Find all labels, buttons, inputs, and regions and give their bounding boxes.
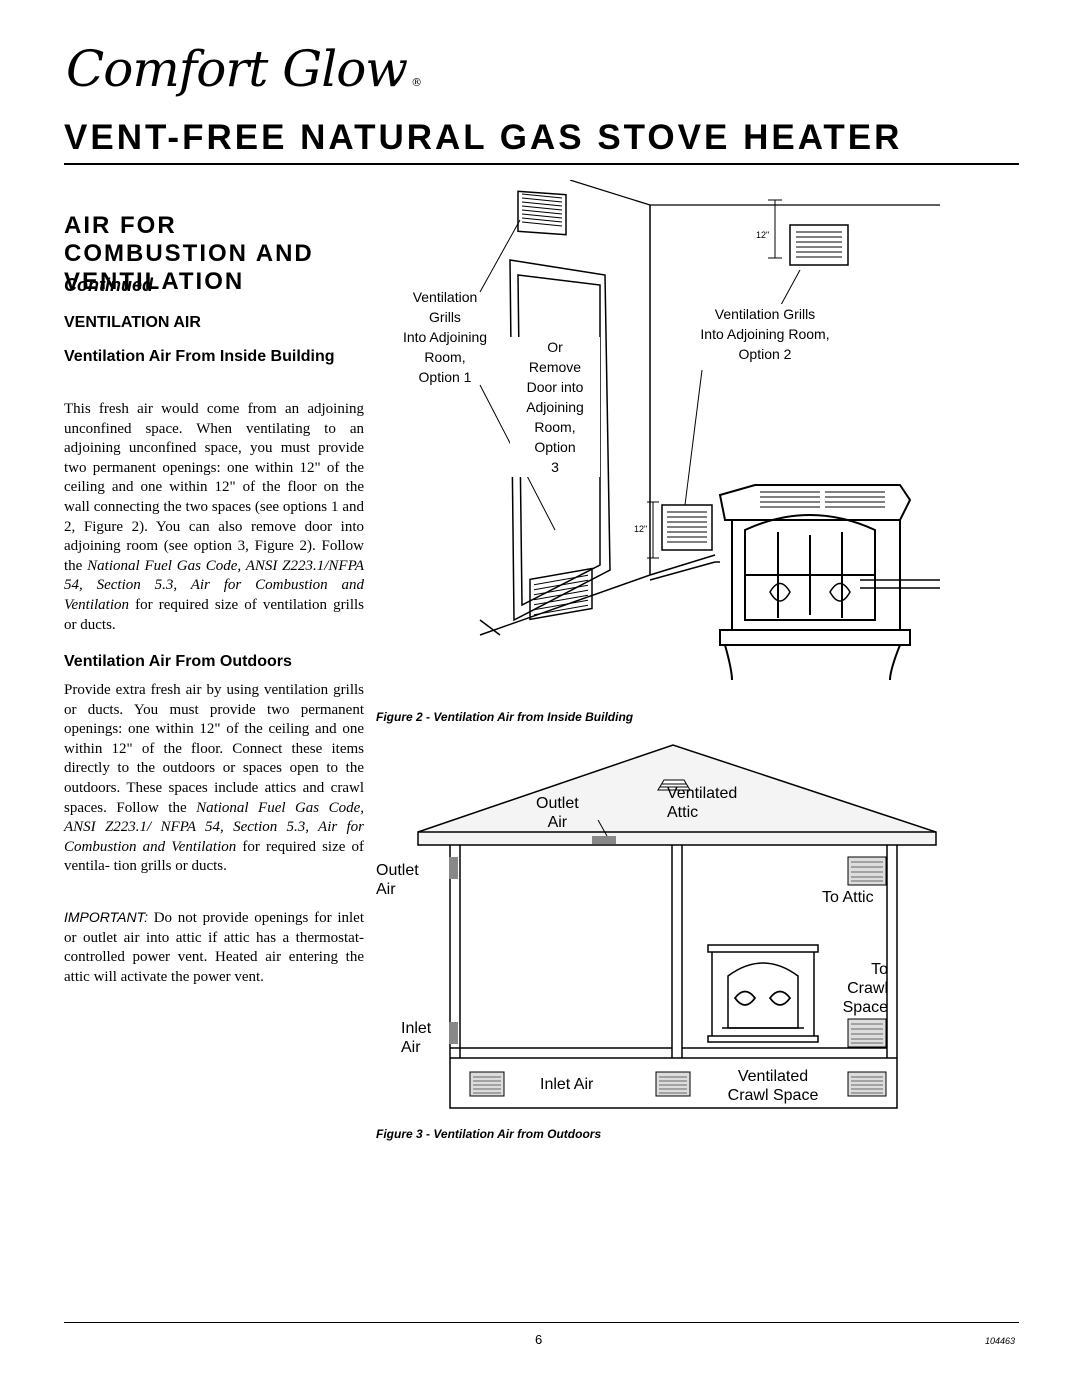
label-line: Remove [528, 359, 582, 375]
section-title-line: VENTILATION [64, 268, 245, 295]
label-line: To [871, 961, 888, 978]
figure-2-illustration [479, 180, 940, 681]
label-line: Air [376, 881, 396, 898]
brand-logo-text: Comfort Glow [66, 40, 408, 98]
brand-logo: Comfort Glow® [66, 40, 422, 98]
paragraph-text: for required size of ventilation grills … [64, 596, 364, 633]
label-ventilated-crawl-space: Ventilated Crawl Space [718, 1067, 828, 1105]
heading-inside-building: Ventilation Air From Inside Building [64, 348, 335, 365]
section-title-line: AIR FOR [64, 212, 177, 239]
label-line: Option 2 [738, 346, 792, 362]
label-inlet-air-wall: Inlet Air [401, 1019, 431, 1057]
label-line: Crawl [847, 980, 888, 997]
label-line: Ventilation [412, 289, 478, 305]
label-to-crawl-space: To Crawl Space [832, 960, 888, 1017]
subheading-ventilation-air: VENTILATION AIR [64, 314, 201, 331]
paragraph-inside-building: This fresh air would come from an adjoin… [64, 400, 364, 635]
label-line: Option 1 [418, 369, 472, 385]
label-line: Ventilated [667, 785, 738, 802]
label-line: Ventilated [737, 1068, 809, 1085]
page-number: 6 [535, 1332, 543, 1347]
figure-2-caption: Figure 2 - Ventilation Air from Inside B… [376, 710, 634, 724]
registered-mark: ® [411, 76, 422, 89]
paragraph-text: This fresh air would come from an adjoin… [64, 401, 364, 574]
label-line: Into Adjoining [402, 329, 488, 345]
dimension-top: 12" [756, 230, 770, 240]
figure-2-label-option-3: Or Remove Door into Adjoining Room, Opti… [510, 337, 600, 477]
paragraph-important: IMPORTANT: Do not provide openings for i… [64, 908, 364, 987]
code-reference: National Fuel Gas Code, ANSI Z223.1/ NFP… [64, 799, 364, 855]
paragraph-text: for required size of ventila- tion grill… [64, 838, 364, 875]
label-line: Air [547, 814, 568, 831]
label-outlet-air-wall: Outlet Air [376, 861, 419, 899]
paragraph-text: Provide extra fresh air by using ventila… [64, 682, 364, 816]
label-line: Air [401, 1039, 421, 1056]
important-label: IMPORTANT: [64, 909, 148, 925]
label-line: Grills [429, 309, 461, 325]
label-line: Outlet [536, 795, 579, 812]
label-inlet-air: Inlet Air [540, 1076, 594, 1093]
paragraph-text: Do not provide openings for inlet or out… [64, 910, 364, 985]
label-line: Ventilation Grills [714, 306, 816, 322]
label-line: Inlet [401, 1020, 432, 1037]
figure-2-label-option-2: Ventilation Grills Into Adjoining Room, … [680, 304, 850, 364]
figure-3-illustration [417, 744, 937, 1109]
label-line: Attic [667, 804, 699, 821]
section-title-line: COMBUSTION AND [64, 240, 314, 267]
label-line: Crawl Space [727, 1087, 819, 1104]
dimension-bottom: 12" [634, 524, 648, 534]
label-line: Into Adjoining Room, [700, 326, 830, 342]
label-line: Space [842, 999, 888, 1016]
label-ventilated-attic: Ventilated Attic [667, 784, 737, 822]
header-rule [64, 163, 1019, 165]
label-line: Room, [424, 349, 466, 365]
code-reference: National Fuel Gas Code, ANSI Z223.1/NFPA… [64, 557, 364, 613]
page-title: VENT-FREE NATURAL GAS STOVE HEATER [64, 118, 903, 157]
label-line: Adjoining [526, 399, 584, 415]
label-line: Door into [526, 379, 584, 395]
label-line: 3 [551, 459, 559, 475]
label-line: Outlet [376, 862, 419, 879]
figure-3-caption: Figure 3 - Ventilation Air from Outdoors [376, 1127, 602, 1141]
label-outlet-air-attic: Outlet Air [536, 794, 579, 832]
label-line: Room, [534, 419, 576, 435]
label-to-attic: To Attic [822, 889, 874, 906]
document-number: 104463 [985, 1336, 1016, 1346]
label-line: Option [534, 439, 576, 455]
figure-2-label-option-1: Ventilation Grills Into Adjoining Room, … [385, 287, 505, 387]
heading-outdoors: Ventilation Air From Outdoors [64, 653, 292, 670]
section-title: AIR FOR COMBUSTION AND VENTILATION [64, 212, 314, 296]
paragraph-outdoors: Provide extra fresh air by using ventila… [64, 681, 364, 877]
label-line: Or [547, 339, 563, 355]
footer-rule [64, 1322, 1019, 1323]
continued-label: Continued [64, 275, 153, 295]
